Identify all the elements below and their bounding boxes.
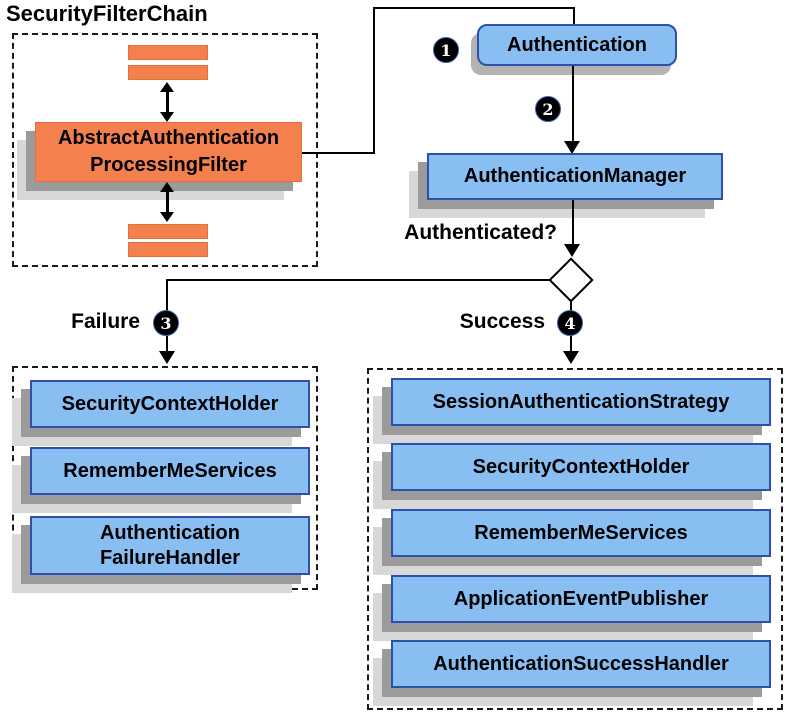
filter-placeholder-bar <box>128 224 208 239</box>
abstract-authentication-processing-filter-box: AbstractAuthentication ProcessingFilter <box>35 122 302 182</box>
decision-diamond <box>548 257 594 303</box>
step-1-badge: 1 <box>433 37 459 63</box>
success-branch-box <box>367 368 783 710</box>
arrowhead <box>159 351 175 364</box>
security-filter-chain-title: SecurityFilterChain <box>6 1 208 26</box>
connector-line <box>302 152 375 154</box>
arrowhead <box>564 244 580 257</box>
security-filter-chain-box <box>12 33 318 267</box>
connector-line <box>166 279 551 281</box>
failure-item-box: SecurityContextHolder <box>30 380 310 428</box>
bidirectional-arrow-up-head <box>160 82 174 92</box>
bidirectional-arrow-shaft <box>166 190 169 214</box>
bidirectional-arrow-down-head <box>160 112 174 122</box>
connector-line <box>373 7 575 9</box>
success-label: Success <box>459 310 545 333</box>
failure-label: Failure <box>71 310 140 333</box>
authentication-manager-node: AuthenticationManager <box>427 153 723 200</box>
filter-placeholder-bar <box>128 45 208 60</box>
failure-item-box: RememberMeServices <box>30 447 310 495</box>
filter-placeholder-bar <box>128 65 208 80</box>
step-4-badge: 4 <box>557 310 583 336</box>
authenticated-question-label: Authenticated? <box>404 221 557 244</box>
bidirectional-arrow-down-head <box>160 212 174 222</box>
step-3-badge: 3 <box>153 310 179 336</box>
success-item-box: RememberMeServices <box>391 509 771 557</box>
success-item-box: SessionAuthenticationStrategy <box>391 378 771 426</box>
authentication-node: Authentication <box>477 24 677 66</box>
connector-line <box>572 200 574 245</box>
arrowhead <box>564 141 580 154</box>
failure-item-box: Authentication FailureHandler <box>30 516 310 575</box>
connector-line <box>373 7 375 154</box>
success-item-box: SecurityContextHolder <box>391 443 771 491</box>
connector-line <box>573 7 575 25</box>
success-item-box: AuthenticationSuccessHandler <box>391 640 771 688</box>
bidirectional-arrow-up-head <box>160 182 174 192</box>
filter-placeholder-bar <box>128 242 208 257</box>
failure-branch-box <box>12 366 318 590</box>
step-2-badge: 2 <box>535 96 561 122</box>
success-item-box: ApplicationEventPublisher <box>391 575 771 623</box>
connector-line <box>572 66 574 142</box>
bidirectional-arrow-shaft <box>166 90 169 114</box>
arrowhead <box>563 351 579 364</box>
